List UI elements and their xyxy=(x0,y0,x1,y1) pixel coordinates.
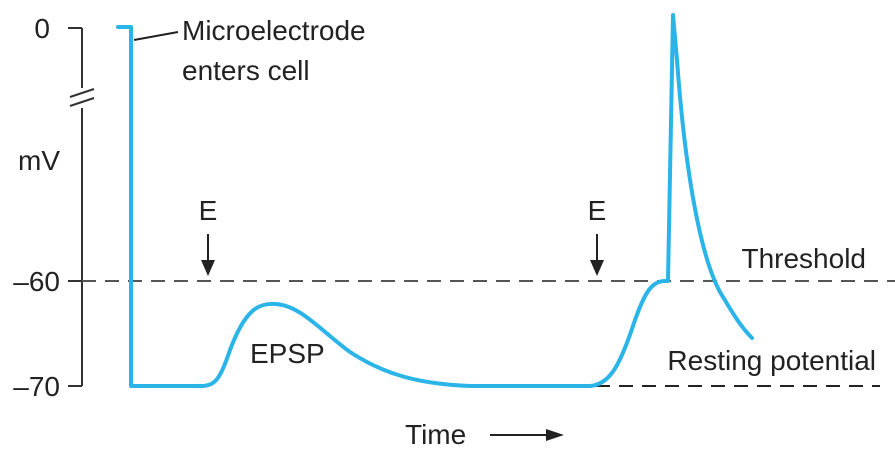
microelectrode-label-line1: Microelectrode xyxy=(182,15,366,46)
stim-arrow-1-head xyxy=(201,260,215,276)
stimulus-label-2: E xyxy=(588,195,607,226)
stimulus-label-1: E xyxy=(199,195,218,226)
y-axis-unit-label: mV xyxy=(18,145,60,176)
x-axis-label: Time xyxy=(405,419,466,450)
microelectrode-pointer xyxy=(133,31,179,41)
tick-label-minus60: –60 xyxy=(13,266,60,297)
stim-arrow-2-head xyxy=(590,260,604,276)
resting-potential-label: Resting potential xyxy=(667,345,876,376)
axis-break-mark-2 xyxy=(69,97,95,107)
tick-label-0: 0 xyxy=(34,13,50,44)
membrane-potential-trace xyxy=(116,13,754,388)
tick-label-minus70: –70 xyxy=(13,371,60,402)
axis-break-mark-1 xyxy=(69,88,95,98)
time-arrow-head xyxy=(546,429,564,441)
threshold-label: Threshold xyxy=(741,243,866,274)
epsp-label: EPSP xyxy=(250,338,325,369)
microelectrode-label-line2: enters cell xyxy=(182,55,310,86)
